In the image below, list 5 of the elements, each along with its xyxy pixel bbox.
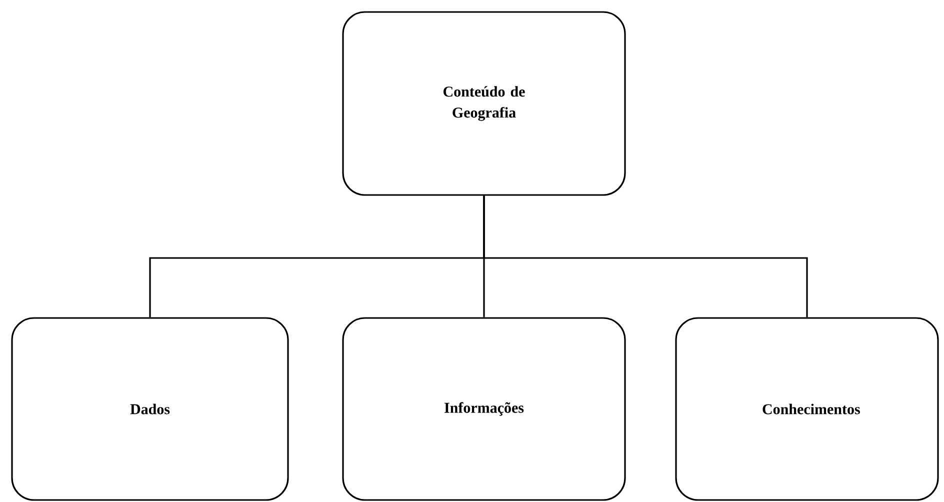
connector-line	[483, 196, 808, 318]
process-box: Dados	[11, 317, 289, 501]
process-box: Informações	[342, 317, 626, 501]
process-box: Conteúdo de Geografia	[342, 11, 626, 196]
process-box: Conhecimentos	[675, 317, 939, 501]
